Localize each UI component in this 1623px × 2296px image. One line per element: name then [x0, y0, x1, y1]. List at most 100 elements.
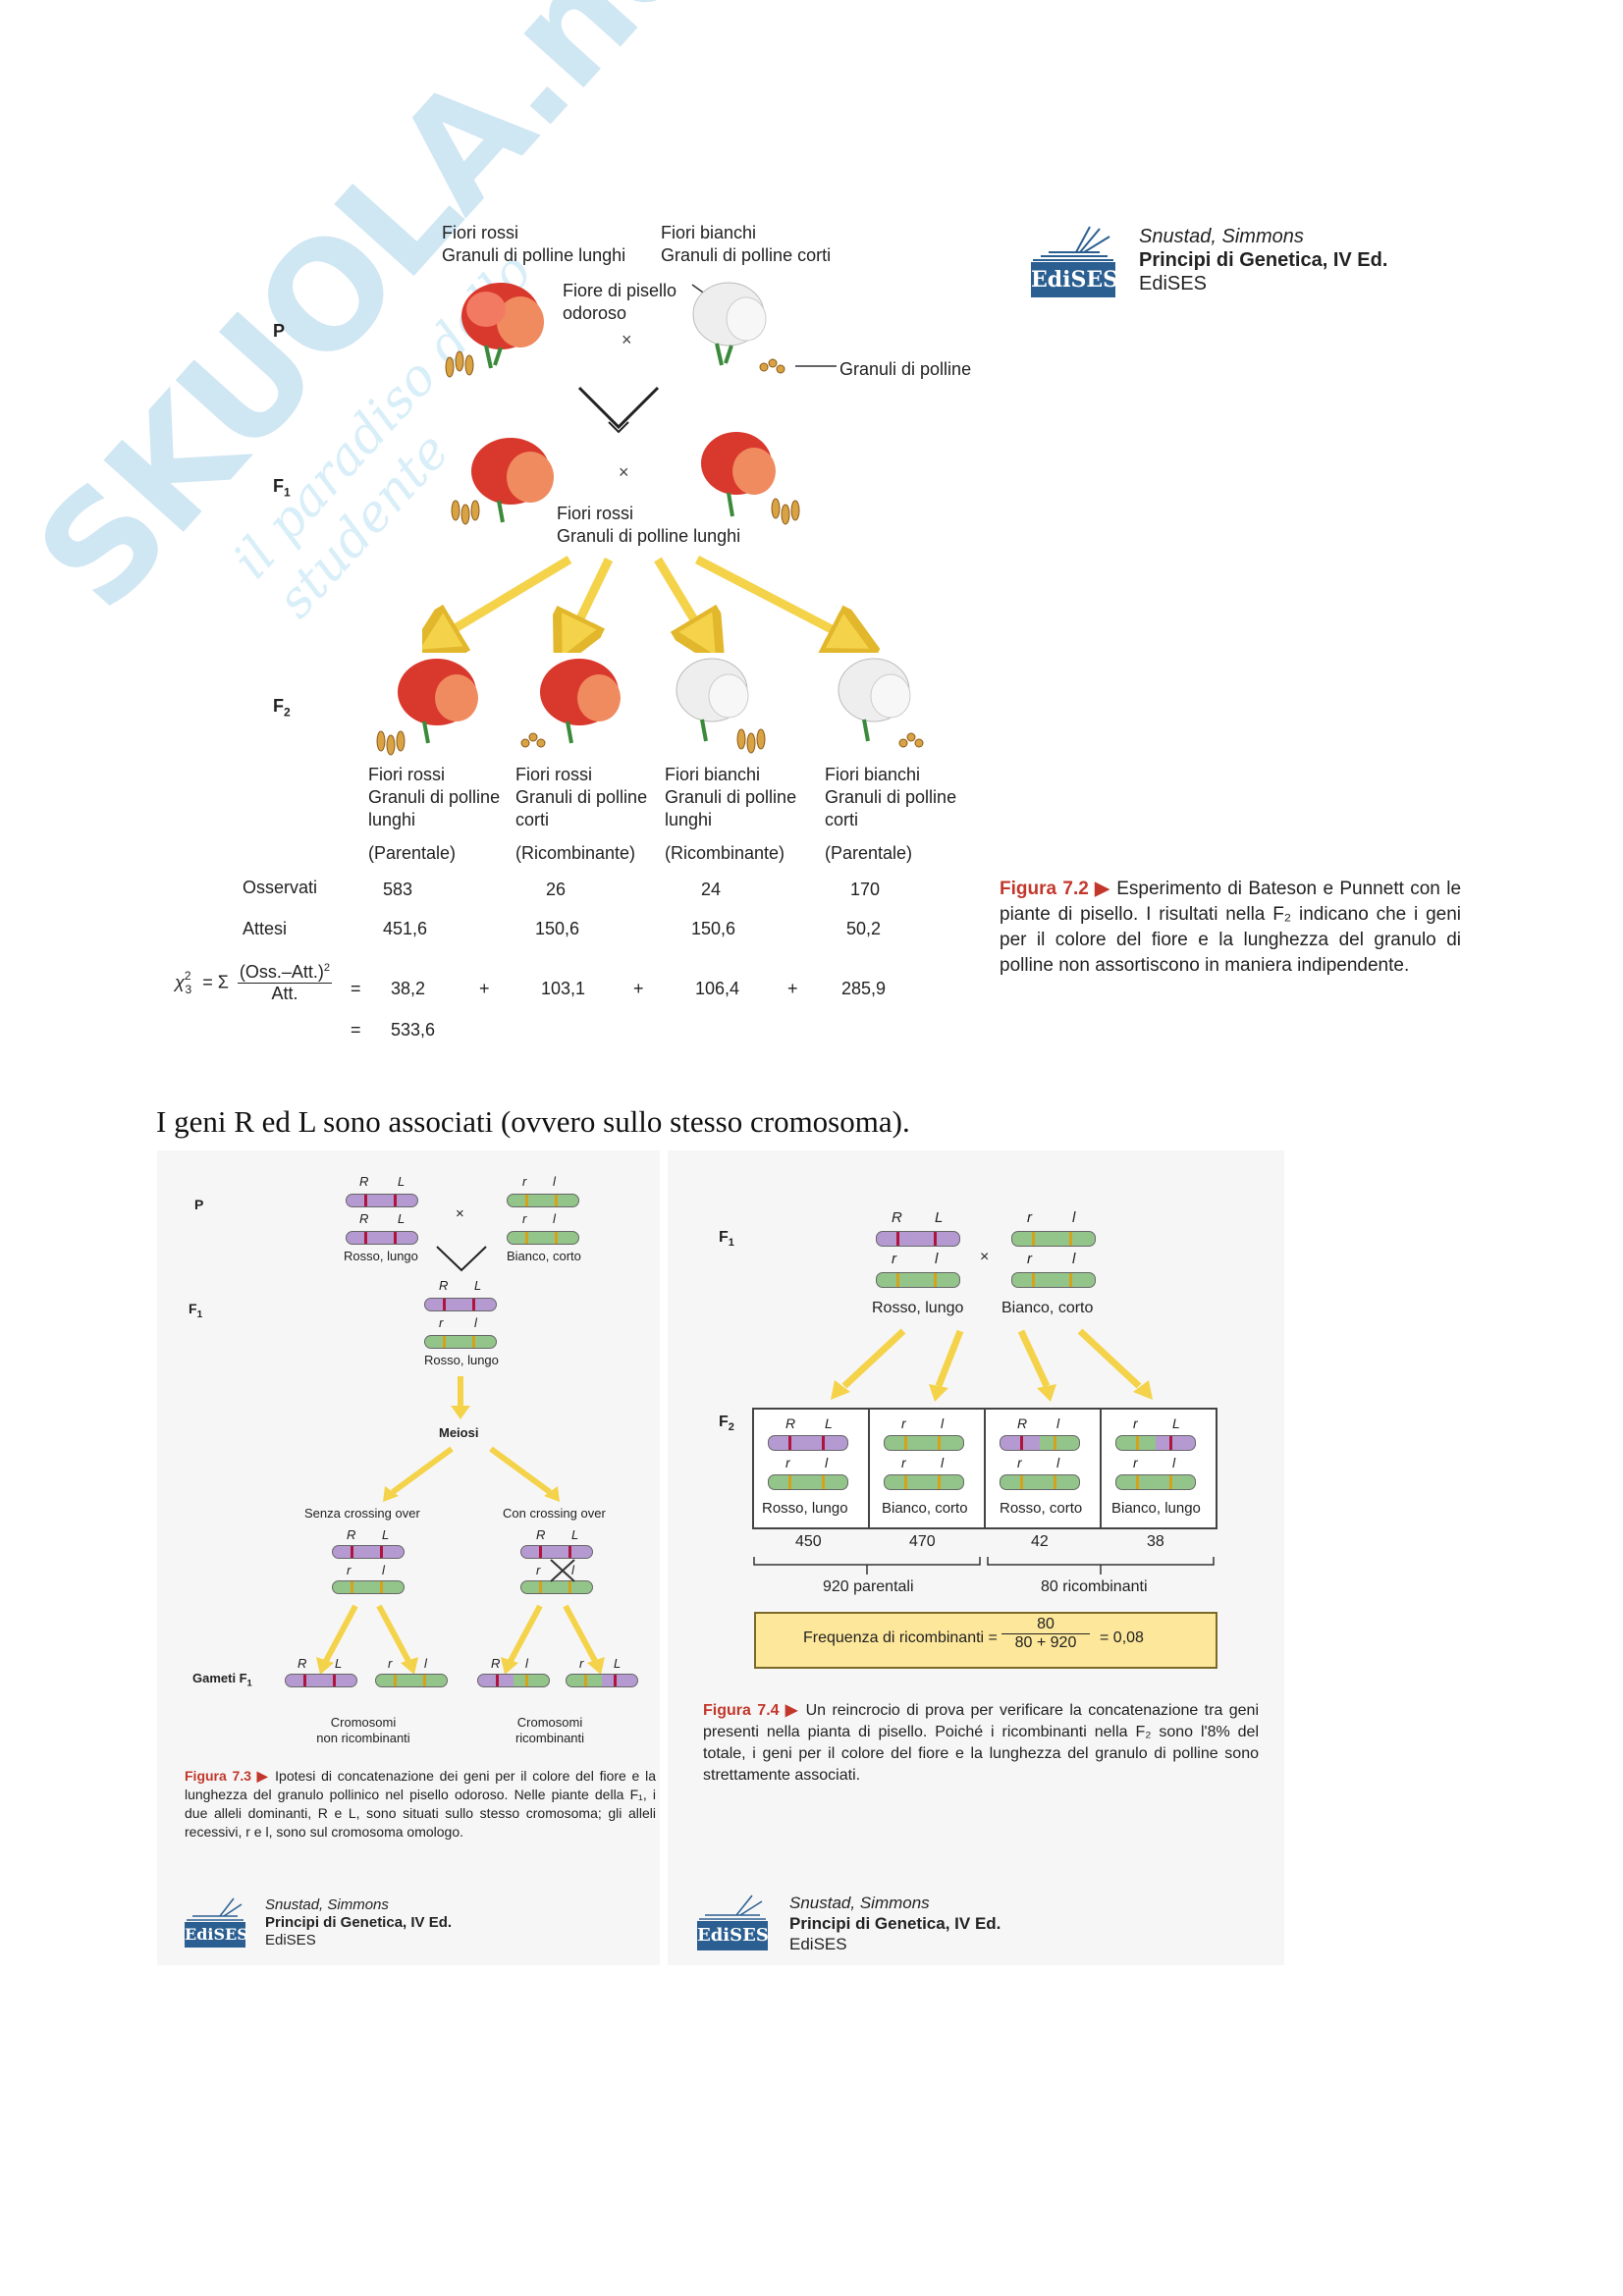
p-bianco-corto: Bianco, corto [507, 1249, 581, 1263]
chi-value-1: 38,2 [391, 979, 426, 998]
credit-text-top: Snustad, Simmons Principi di Genetica, I… [1139, 226, 1388, 294]
crossing-over-x [550, 1559, 575, 1582]
c4-r2: r [1133, 1455, 1138, 1470]
observed-label: Osservati [243, 878, 318, 897]
f1-74-allele-l: l [935, 1251, 939, 1267]
allele-R-1: R [359, 1174, 369, 1189]
expected-value-1: 451,6 [383, 919, 428, 938]
c2-chromosome-bottom [884, 1474, 964, 1490]
f2-arrows-74 [831, 1328, 1153, 1402]
f2-progeny-table [752, 1408, 1217, 1529]
class-count-1: 450 [795, 1533, 822, 1550]
chromosome-RL-2 [346, 1231, 418, 1245]
f1-chromosome-RL [424, 1298, 497, 1311]
gamete-chromosome-Rl [477, 1674, 550, 1687]
tc-allele-r-1: r [1027, 1209, 1032, 1226]
class-label-4: Bianco, lungo [1111, 1500, 1201, 1517]
tc-chromosome-rl-1 [1011, 1231, 1096, 1247]
chi-equals-2: = [351, 1020, 361, 1040]
figure-7-4-caption-text: Un reincrocio di prova per verificare la… [703, 1702, 1260, 1784]
expected-value-3: 150,6 [691, 919, 736, 938]
c4-l2: l [1172, 1455, 1176, 1470]
allele-l-2: l [553, 1211, 556, 1226]
c4-L: L [1172, 1415, 1180, 1431]
nco-allele-r: r [347, 1563, 352, 1577]
meiosis-label: Meiosi [439, 1425, 479, 1440]
c2-l2: l [941, 1455, 945, 1470]
freq-result: = 0,08 [1100, 1629, 1144, 1646]
tc-bianco-corto: Bianco, corto [1001, 1300, 1094, 1316]
class-count-4: 38 [1147, 1533, 1164, 1550]
c1-r: r [785, 1455, 790, 1470]
c2-l1: l [941, 1415, 945, 1431]
f1-74-chromosome-rl [876, 1272, 960, 1288]
nco-allele-L: L [382, 1527, 390, 1542]
credit-text-74: Snustad, Simmons Principi di Genetica, I… [789, 1894, 1001, 1953]
observed-value-4: 170 [850, 880, 881, 899]
gametes-label: Gameti F1 [192, 1671, 252, 1688]
observed-value-3: 24 [701, 880, 722, 899]
expected-value-4: 50,2 [846, 919, 882, 938]
expected-value-2: 150,6 [535, 919, 580, 938]
f1-label-73: F1 [189, 1301, 203, 1320]
f1-chromosome-rl [424, 1335, 497, 1349]
allele-L-2: L [398, 1211, 406, 1226]
cross-converge-arrow [577, 386, 660, 434]
with-crossing-over-label: Con crossing over [503, 1506, 606, 1521]
chromosome-rl-2 [507, 1231, 579, 1245]
tc-allele-r-2: r [1027, 1251, 1032, 1267]
gamete-chromosome-RL [285, 1674, 357, 1687]
figure-7-4-caption: Figura 7.4 ▶ Un reincrocio di prova per … [703, 1700, 1259, 1787]
figure-7-3-caption: Figura 7.3 ▶ Ipotesi di concatenazione d… [185, 1767, 656, 1842]
tc-chromosome-rl-2 [1011, 1272, 1096, 1288]
allele-R-2: R [359, 1211, 369, 1226]
freq-label: Frequenza di ricombinanti = [803, 1629, 998, 1646]
gamete4-L: L [614, 1656, 622, 1671]
nco-chromosome-rl [332, 1580, 405, 1594]
f2-flowers-drawing [376, 658, 924, 756]
f2-generation-label: F2 [273, 696, 291, 720]
grouping-brackets [753, 1557, 1215, 1575]
gamete1-L: L [335, 1656, 343, 1671]
class-label-1: Rosso, lungo [762, 1500, 848, 1517]
f1-allele-L: L [474, 1278, 482, 1293]
c2-chromosome-top [884, 1435, 964, 1451]
gamete4-r: r [579, 1656, 584, 1671]
cross-symbol-p: × [622, 330, 632, 349]
figure-7-3: P F1 R L R L Rosso, lungo × r l r l Bian… [157, 1150, 660, 1965]
tc-allele-l-2: l [1072, 1251, 1076, 1267]
gamete1-R: R [298, 1656, 307, 1671]
edises-logo-74: EdiSES [697, 1921, 769, 1950]
f1-generation-drawing: × [451, 432, 800, 525]
co-chromosome-RL [520, 1545, 593, 1559]
edises-logo-top: EdiSES [1031, 262, 1118, 297]
c3-l: l [1056, 1415, 1060, 1431]
figure-7-2-caption: Figura 7.2 ▶ Esperimento di Bateson e Pu… [1000, 877, 1461, 979]
c1-L: L [825, 1415, 833, 1431]
cross-converge-arrow-73 [436, 1246, 487, 1272]
edises-logo-lines-74 [697, 1892, 768, 1921]
c3-chromosome-top [1000, 1435, 1080, 1451]
p-generation-label: P [273, 321, 286, 341]
chi-value-2: 103,1 [541, 979, 586, 998]
allele-l-1: l [553, 1174, 556, 1189]
observed-value-1: 583 [383, 880, 413, 899]
figure-7-2-caption-text: Esperimento di Bateson e Punnett con le … [1000, 879, 1462, 976]
nco-allele-R: R [347, 1527, 356, 1542]
parental-total: 920 parentali [823, 1578, 914, 1595]
f1-74-allele-r: r [892, 1251, 896, 1267]
c4-chromosome-top [1115, 1435, 1196, 1451]
co-chromosome-rl [520, 1580, 593, 1594]
f1-74-rosso-lungo: Rosso, lungo [872, 1300, 964, 1316]
chi-square-formula: χ23 = Σ (Oss.–Att.)2 Att. [175, 962, 333, 1003]
f1-allele-r: r [439, 1315, 444, 1330]
table-divider-2 [984, 1410, 986, 1527]
credit-text-73: Snustad, Simmons Principi di Genetica, I… [265, 1896, 453, 1949]
